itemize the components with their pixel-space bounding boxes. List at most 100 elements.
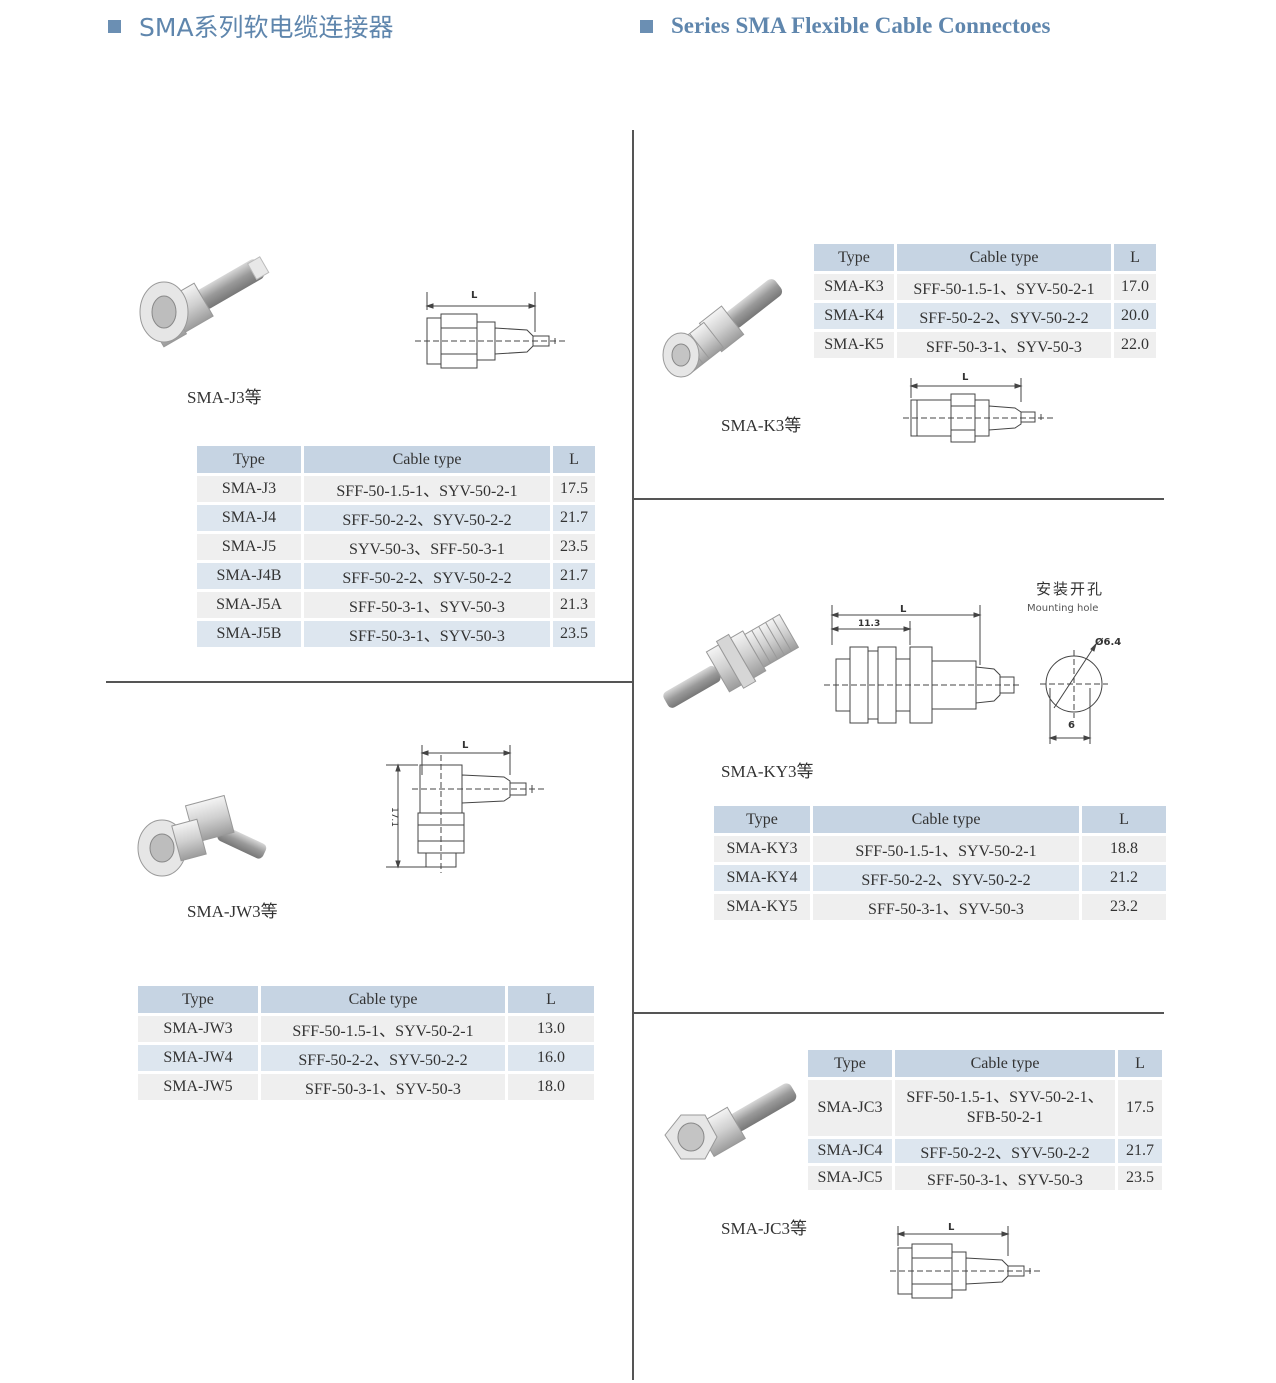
cell-l: 21.7 — [553, 505, 595, 531]
dim-label-l: L — [962, 372, 969, 383]
cell-type: SMA-J5A — [197, 592, 301, 618]
cell-cable: SFF-50-1.5-1、SYV-50-2-1、SFB-50-2-1 — [895, 1080, 1115, 1136]
header-en-title: Series SMA Flexible Cable Connectoes — [671, 13, 1051, 38]
cell-type: SMA-JW4 — [138, 1045, 258, 1071]
vertical-divider — [632, 130, 634, 1380]
cell-l: 17.5 — [1118, 1080, 1162, 1136]
dim-label-l: L — [471, 290, 478, 301]
cell-cable: SFF-50-2-2、SYV-50-2-2 — [897, 303, 1111, 329]
cell-cable: SFF-50-1.5-1、SYV-50-2-1 — [261, 1016, 505, 1042]
header-cn-title: SMA系列软电缆连接器 — [139, 13, 394, 42]
divider-right-1 — [634, 498, 1164, 500]
cell-l: 23.5 — [1118, 1166, 1162, 1190]
label-sma-jc3: SMA-JC3等 — [721, 1219, 807, 1238]
dim-label-l: L — [462, 740, 469, 751]
label-sma-ky3: SMA-KY3等 — [721, 762, 814, 781]
dim-label-6: 6 — [1068, 720, 1075, 731]
col-l-header: L — [553, 446, 595, 473]
drawing-sma-k3 — [903, 378, 1053, 443]
cell-type: SMA-JC3 — [808, 1080, 892, 1136]
col-type-header: Type — [197, 446, 301, 473]
cell-l: 17.0 — [1114, 274, 1156, 300]
col-type-header: Type — [714, 806, 810, 833]
cell-l: 23.5 — [553, 621, 595, 647]
header-square-icon — [108, 19, 121, 33]
cell-type: SMA-K5 — [814, 332, 894, 358]
cell-l: 13.0 — [508, 1016, 594, 1042]
col-l-header: L — [1118, 1050, 1162, 1077]
cell-cable: SFF-50-3-1、SYV-50-3 — [813, 894, 1079, 920]
cell-cable: SFF-50-2-2、SYV-50-2-2 — [261, 1045, 505, 1071]
drawing-mounting-hole — [1040, 642, 1108, 744]
photo-sma-k3 — [662, 279, 783, 378]
cell-l: 18.8 — [1082, 836, 1166, 862]
divider-right-2 — [634, 1012, 1164, 1014]
cell-cable: SFF-50-2-2、SYV-50-2-2 — [304, 563, 550, 589]
cell-type: SMA-J5B — [197, 621, 301, 647]
cell-cable: SFF-50-3-1、SYV-50-3 — [895, 1166, 1115, 1190]
cell-l: 16.0 — [508, 1045, 594, 1071]
cell-cable: SFF-50-1.5-1、SYV-50-2-1 — [897, 274, 1111, 300]
cell-type: SMA-JC5 — [808, 1166, 892, 1190]
cell-cable: SFF-50-1.5-1、SYV-50-2-1 — [813, 836, 1079, 862]
col-type-header: Type — [138, 986, 258, 1013]
dim-label-17-1: 17.1 — [389, 806, 400, 828]
photo-sma-jc3 — [664, 1083, 797, 1160]
col-l-header: L — [508, 986, 594, 1013]
drawing-sma-j3 — [415, 292, 565, 369]
mount-hole-en: Mounting hole — [1027, 603, 1099, 614]
cell-l: 21.2 — [1082, 865, 1166, 891]
col-cable-header: Cable type — [304, 446, 550, 473]
dim-label-l: L — [948, 1222, 955, 1233]
photo-sma-j3 — [139, 256, 270, 348]
dim-label-phi: Ø6.4 — [1095, 637, 1122, 648]
col-l-header: L — [1114, 244, 1156, 271]
col-type-header: Type — [808, 1050, 892, 1077]
cell-type: SMA-KY4 — [714, 865, 810, 891]
photo-sma-jw3 — [137, 794, 267, 877]
cell-l: 23.2 — [1082, 894, 1166, 920]
cell-type: SMA-K4 — [814, 303, 894, 329]
cell-l: 17.5 — [553, 476, 595, 502]
cell-type: SMA-JC4 — [808, 1139, 892, 1163]
cell-l: 21.7 — [553, 563, 595, 589]
header-cn: SMA系列软电缆连接器 — [108, 8, 394, 44]
photo-sma-ky3 — [663, 613, 800, 708]
col-cable-header: Cable type — [897, 244, 1111, 271]
cell-type: SMA-J4B — [197, 563, 301, 589]
cell-type: SMA-J3 — [197, 476, 301, 502]
cell-cable: SFF-50-3-1、SYV-50-3 — [261, 1074, 505, 1100]
label-sma-j3: SMA-J3等 — [187, 388, 262, 407]
cell-l: 21.3 — [553, 592, 595, 618]
col-cable-header: Cable type — [895, 1050, 1115, 1077]
drawing-sma-ky3 — [824, 605, 1020, 724]
header-square-icon — [640, 19, 653, 33]
cell-cable: SFF-50-3-1、SYV-50-3 — [897, 332, 1111, 358]
cell-cable: SFF-50-3-1、SYV-50-3 — [304, 592, 550, 618]
dim-label-11-3: 11.3 — [858, 619, 881, 629]
drawing-sma-jw3 — [386, 745, 546, 873]
mount-hole-cn: 安装开孔 — [1036, 580, 1105, 598]
cell-cable: SFF-50-1.5-1、SYV-50-2-1 — [304, 476, 550, 502]
cell-cable: SFF-50-2-2、SYV-50-2-2 — [813, 865, 1079, 891]
cell-l: 23.5 — [553, 534, 595, 560]
divider-left — [106, 681, 632, 683]
cell-l: 22.0 — [1114, 332, 1156, 358]
